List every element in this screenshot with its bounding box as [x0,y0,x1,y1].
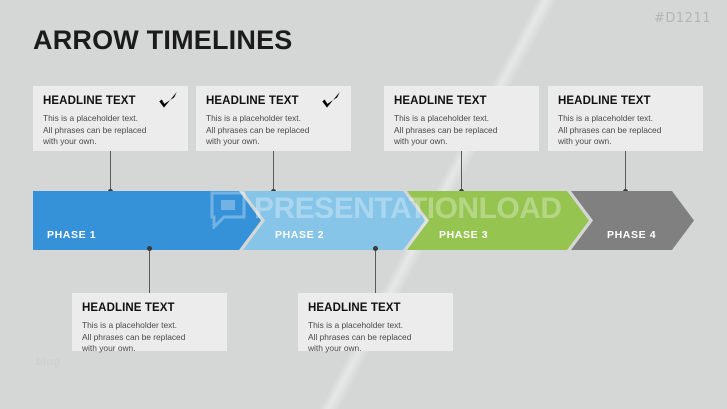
card-body: This is a placeholder text. All phrases … [82,320,217,356]
connector-dot-bottom-1 [147,246,152,251]
card-body-line-3: with your own. [82,343,136,354]
timeline-phase-4[interactable]: PHASE 4 [571,191,694,250]
card-headline: HEADLINE TEXT [394,95,487,107]
connector-dot-bottom-2 [373,246,378,251]
card-body-line-1: This is a placeholder text. [206,112,301,123]
arrow-shape [243,191,425,250]
bottom-card-2[interactable]: HEADLINE TEXT This is a placeholder text… [298,293,453,353]
card-body-line-2: All phrases can be replaced [82,331,186,342]
timeline-phase-1[interactable]: PHASE 1 [33,191,261,250]
card-body-line-2: All phrases can be replaced [43,124,147,135]
document-code: #D1211 [654,11,711,26]
checkmark-icon [322,92,340,108]
connector-line-top-3 [461,151,462,191]
card-body-line-1: This is a placeholder text. [308,319,403,330]
timeline-phase-3[interactable]: PHASE 3 [407,191,589,250]
arrow-shape [407,191,589,250]
top-card-3[interactable]: HEADLINE TEXT This is a placeholder text… [384,86,539,151]
card-body-line-3: with your own. [558,136,612,147]
page-title: ARROW TIMELINES [33,25,293,55]
arrow-shape [571,191,694,250]
card-body-line-1: This is a placeholder text. [558,112,653,123]
card-body: This is a placeholder text. All phrases … [558,113,693,149]
card-body-line-3: with your own. [308,343,362,354]
timeline-phase-2[interactable]: PHASE 2 [243,191,425,250]
card-body: This is a placeholder text. All phrases … [43,113,178,149]
connector-line-bottom-1 [149,250,150,293]
card-headline: HEADLINE TEXT [43,95,136,107]
card-body-line-2: All phrases can be replaced [308,331,412,342]
connector-line-top-2 [273,151,274,191]
checkmark-icon [159,92,177,108]
bottom-card-1[interactable]: HEADLINE TEXT This is a placeholder text… [72,293,227,353]
card-headline: HEADLINE TEXT [206,95,299,107]
timeline-phase-label: PHASE 2 [275,229,325,241]
card-body-line-3: with your own. [206,136,260,147]
card-body-line-2: All phrases can be replaced [558,124,662,135]
timeline-phase-label: PHASE 4 [607,229,657,241]
timeline-phase-label: PHASE 1 [47,229,97,241]
card-body-line-1: This is a placeholder text. [43,112,138,123]
connector-line-top-4 [625,151,626,191]
card-body-line-1: This is a placeholder text. [82,319,177,330]
card-body-line-2: All phrases can be replaced [206,124,310,135]
card-body-line-3: with your own. [43,136,97,147]
card-headline: HEADLINE TEXT [82,302,175,314]
top-card-2[interactable]: HEADLINE TEXT This is a placeholder text… [196,86,351,151]
card-body-line-2: All phrases can be replaced [394,124,498,135]
connector-line-top-1 [110,151,111,191]
card-body: This is a placeholder text. All phrases … [308,320,443,356]
card-body: This is a placeholder text. All phrases … [206,113,341,149]
timeline-arrow-band: PHASE 1 PHASE 2 PHASE 3 PHASE 4 [33,191,694,250]
card-body: This is a placeholder text. All phrases … [394,113,529,149]
card-headline: HEADLINE TEXT [558,95,651,107]
card-body-line-1: This is a placeholder text. [394,112,489,123]
arrow-shape [33,191,261,250]
connector-line-bottom-2 [375,250,376,293]
top-card-1[interactable]: HEADLINE TEXT This is a placeholder text… [33,86,188,151]
card-body-line-3: with your own. [394,136,448,147]
top-card-4[interactable]: HEADLINE TEXT This is a placeholder text… [548,86,703,151]
card-headline: HEADLINE TEXT [308,302,401,314]
blog-watermark: blog [36,356,61,368]
timeline-phase-label: PHASE 3 [439,229,489,241]
